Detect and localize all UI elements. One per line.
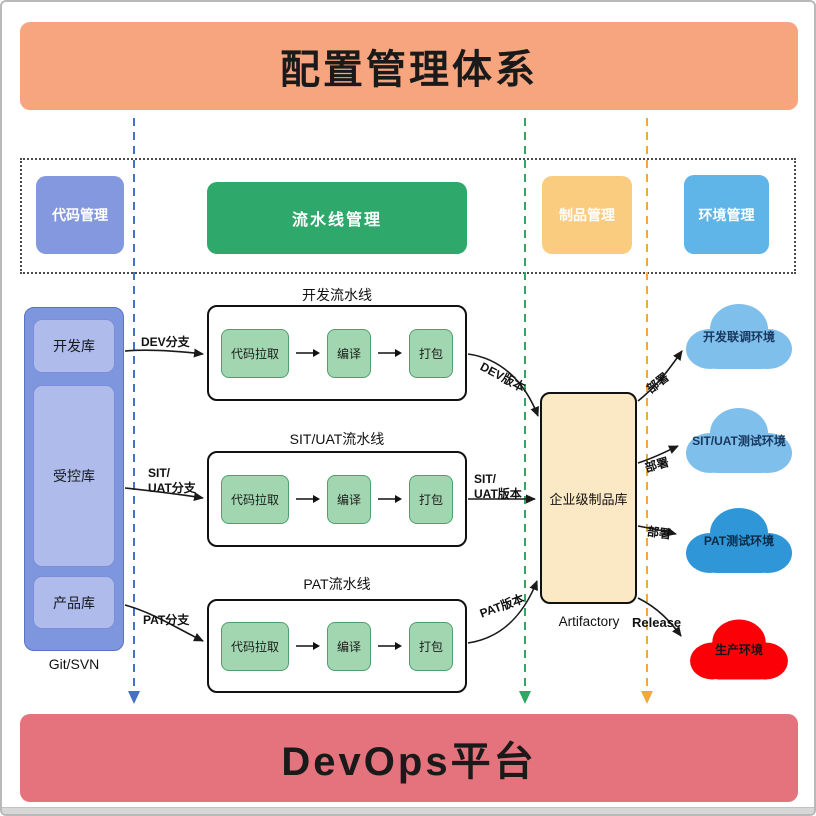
repo-label: 受控库 (53, 468, 95, 484)
step-compile: 编译 (326, 328, 371, 378)
top-banner-title: 配置管理体系 (280, 48, 538, 92)
repo-controlled: 受控库 (33, 385, 115, 567)
repo-label: 开发库 (53, 338, 95, 354)
label-pat-branch: PAT分支 (143, 613, 190, 627)
environment-label: 生产环境 (714, 642, 763, 657)
artifact-repository: 企业级制品库 (540, 392, 637, 604)
pipeline-situat-box: 代码拉取 编译 打包 (207, 451, 467, 547)
source-control-caption: Git/SVN (48, 656, 100, 672)
step-arrow-icon (378, 495, 402, 503)
step-checkout: 代码拉取 (220, 474, 289, 524)
cloud-shape (686, 304, 792, 369)
repo-dev: 开发库 (33, 319, 115, 373)
pipeline-dev-box: 代码拉取 编译 打包 (207, 305, 467, 401)
top-banner: 配置管理体系 (20, 22, 798, 110)
step-arrow-icon (295, 495, 320, 503)
category-label: 代码管理 (52, 207, 108, 223)
artifact-repository-caption: Artifactory (558, 614, 620, 629)
environment-production-cloud: 生产环境 (683, 613, 795, 685)
cloud-shape (686, 508, 792, 573)
step-checkout: 代码拉取 (220, 621, 289, 671)
step-compile: 编译 (326, 474, 371, 524)
step-package: 打包 (409, 328, 454, 378)
label-deploy-dev: 部署 (643, 370, 672, 397)
pipeline-pat-box: 代码拉取 编译 打包 (207, 599, 467, 693)
category-label: 环境管理 (698, 206, 755, 223)
bottom-banner-title: DevOps平台 (281, 740, 537, 784)
environment-dev-cloud: 开发联调环境 (680, 297, 798, 375)
pipeline-pat-title: PAT流水线 (303, 576, 371, 592)
cloud-shape (690, 619, 788, 680)
environment-label: SIT/UAT测试环境 (692, 433, 786, 448)
label-dev-branch: DEV分支 (141, 335, 190, 349)
label-pat-version: PAT版本 (477, 591, 527, 621)
category-pipeline-management: 流水线管理 (207, 182, 467, 254)
environment-pat-cloud: PAT测试环境 (680, 501, 798, 579)
label-dev-version: DEV版本 (477, 359, 528, 395)
category-label: 制品管理 (559, 207, 615, 223)
step-arrow-icon (295, 349, 320, 357)
cloud-shape (686, 408, 792, 473)
category-environment-management: 环境管理 (684, 175, 769, 254)
label-deploy-situat: 部署 (643, 454, 671, 476)
environment-label: PAT测试环境 (703, 533, 775, 548)
category-container (20, 158, 796, 274)
environment-situat-cloud: SIT/UAT测试环境 (680, 401, 798, 479)
step-arrow-icon (295, 642, 320, 650)
bottom-banner: DevOps平台 (20, 714, 798, 802)
label-release-prod: Release (632, 615, 682, 630)
step-arrow-icon (378, 642, 402, 650)
repo-label: 产品库 (53, 594, 95, 611)
label-situat-version: SIT/ UAT版本 (474, 472, 522, 501)
pipeline-situat-title: SIT/UAT流水线 (289, 431, 385, 447)
step-package: 打包 (409, 621, 454, 671)
category-label: 流水线管理 (291, 212, 382, 229)
label-deploy-pat: 部署 (646, 524, 672, 542)
step-arrow-icon (378, 349, 402, 357)
environment-label: 开发联调环境 (702, 329, 775, 344)
bottom-edge-strip (2, 807, 814, 814)
repo-product: 产品库 (33, 576, 115, 629)
category-code-management: 代码管理 (36, 176, 124, 254)
step-checkout: 代码拉取 (220, 328, 289, 378)
pipeline-dev-title: 开发流水线 (302, 287, 372, 303)
arrow-dev-branch (124, 348, 204, 358)
step-compile: 编译 (326, 621, 371, 671)
label-situat-branch: SIT/ UAT分支 (148, 466, 196, 495)
step-package: 打包 (409, 474, 454, 524)
category-artifact-management: 制品管理 (542, 176, 632, 254)
artifact-repository-label: 企业级制品库 (549, 491, 628, 507)
